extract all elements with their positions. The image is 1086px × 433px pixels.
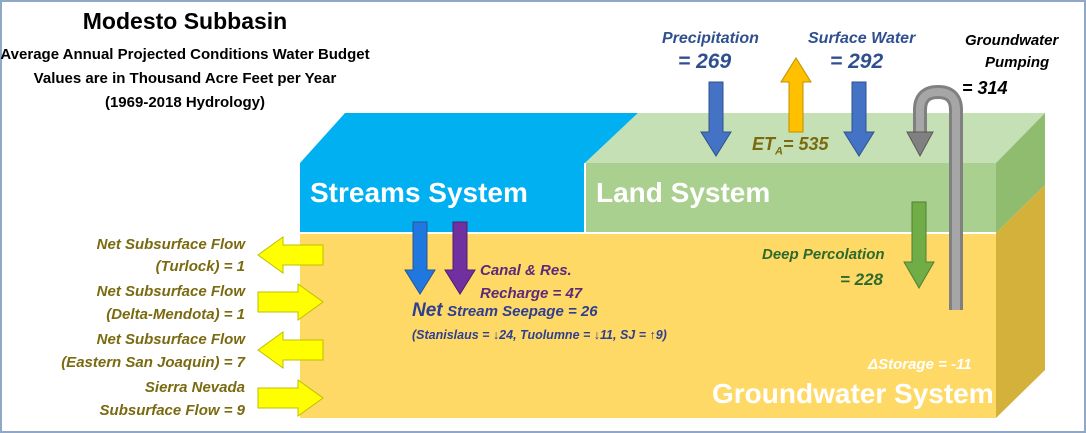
delta-mendota-line-1: Net Subsurface Flow — [96, 283, 245, 300]
et-label-text: ET — [752, 134, 776, 154]
pumping-label-1: Groundwater — [965, 32, 1059, 49]
stream-seepage-text: Stream Seepage = 26 — [447, 303, 598, 320]
land-front-face — [585, 163, 996, 233]
canal-value: Recharge = 47 — [480, 285, 583, 302]
land-top-face — [585, 113, 1045, 163]
land-side-face — [996, 113, 1045, 233]
diagram-title: Modesto Subbasin — [82, 8, 288, 34]
stream-seepage-label: Net Stream Seepage = 26 — [412, 300, 598, 322]
deep-percolation-arrow — [903, 201, 935, 290]
deep-percolation-value: = 228 — [840, 270, 884, 289]
eastern-san-joaquin-line-1: Net Subsurface Flow — [96, 331, 245, 348]
sierra-nevada-arrow — [257, 379, 324, 417]
stream-seepage-net: Net — [412, 300, 443, 321]
pumping-value: = 314 — [962, 78, 1008, 98]
land-system-label: Land System — [596, 177, 771, 208]
streams-top-face — [300, 113, 638, 163]
et-value: = 535 — [782, 134, 829, 154]
eastern-san-joaquin-arrow — [257, 331, 324, 369]
precipitation-value: = 269 — [678, 50, 732, 73]
delta-mendota-line-2: (Delta-Mendota) = 1 — [106, 306, 245, 323]
pumping-label-2: Pumping — [985, 54, 1050, 71]
storage-label: ΔStorage = -11 — [868, 356, 972, 373]
precipitation-label: Precipitation — [662, 30, 759, 47]
eastern-san-joaquin-line-2: (Eastern San Joaquin) = 7 — [61, 354, 245, 371]
stream-seepage-detail: (Stanislaus = ↓24, Tuolumne = ↓11, SJ = … — [412, 328, 667, 342]
turlock-line-1: Net Subsurface Flow — [96, 236, 245, 253]
groundwater-system-label: Groundwater System — [712, 378, 994, 409]
subtitle-line-2: Values are in Thousand Acre Feet per Yea… — [33, 70, 337, 87]
subtitle-line-3: (1969-2018 Hydrology) — [104, 94, 266, 111]
et-label: ETA= 535 — [752, 134, 829, 158]
et-subscript: A — [775, 145, 783, 158]
pumping-arrow — [906, 84, 963, 310]
streams-front-face — [300, 163, 585, 233]
groundwater-side-face — [996, 185, 1045, 418]
precipitation-arrow — [700, 81, 732, 157]
deep-percolation-label: Deep Percolation — [762, 246, 885, 263]
surface-water-value: = 292 — [830, 50, 884, 73]
et-arrow — [780, 57, 812, 133]
subtitle-line-1: Average Annual Projected Conditions Wate… — [0, 46, 370, 63]
delta-mendota-arrow — [257, 283, 324, 321]
surface-water-label: Surface Water — [808, 30, 916, 47]
sierra-nevada-line-1: Sierra Nevada — [144, 379, 245, 396]
canal-recharge-arrow — [444, 221, 476, 295]
sierra-nevada-line-2: Subsurface Flow = 9 — [99, 402, 245, 419]
stream-seepage-arrow — [404, 221, 436, 295]
subsurface-flow-arrows — [257, 236, 324, 417]
canal-label: Canal & Res. — [480, 262, 572, 279]
surface-water-arrow — [843, 81, 875, 157]
turlock-line-2: (Turlock) = 1 — [155, 258, 245, 275]
turlock-arrow — [257, 236, 324, 274]
streams-system-label: Streams System — [310, 177, 528, 208]
